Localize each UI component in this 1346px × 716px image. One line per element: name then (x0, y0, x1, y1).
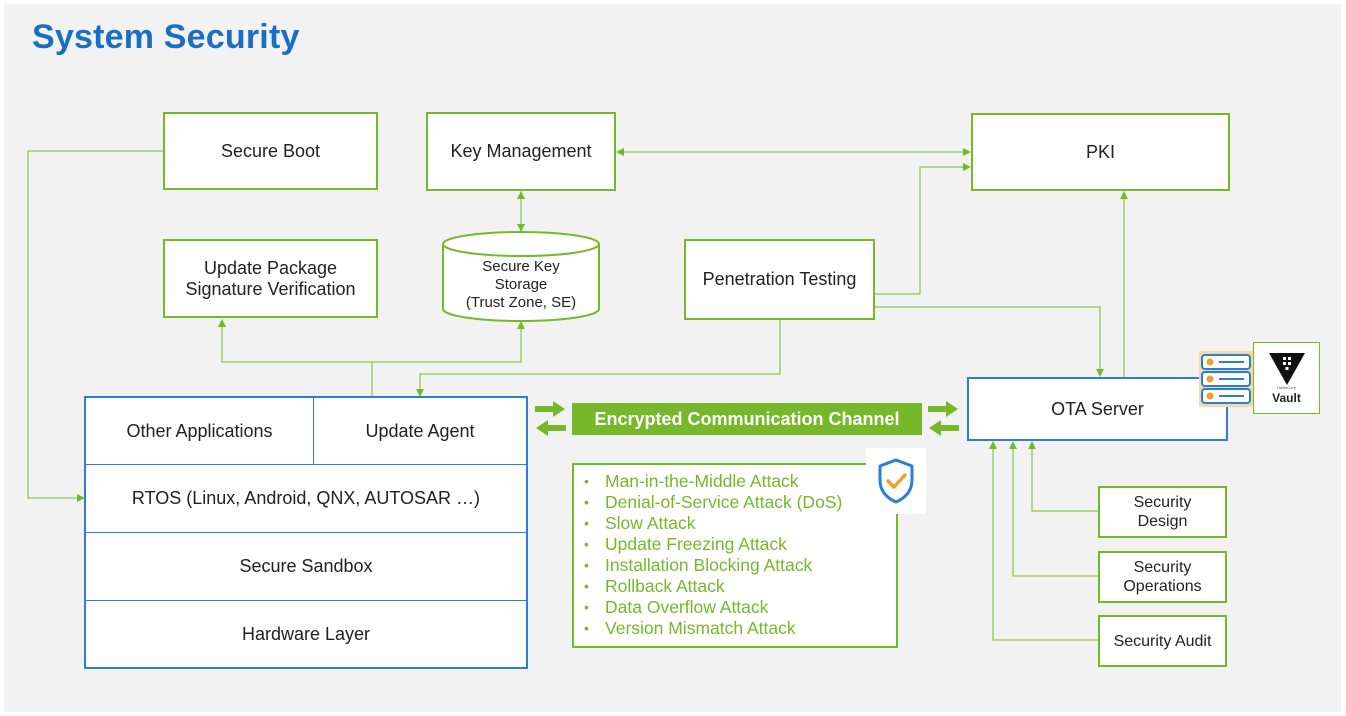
hardware-layer-cell: Hardware Layer (241, 624, 371, 644)
attack-label: Update Freezing Attack (605, 534, 787, 554)
penetration-testing-label: Penetration Testing (702, 269, 857, 289)
pki-label: PKI (1085, 141, 1115, 162)
security-operations-box: Security Operations (1098, 551, 1227, 603)
stack-divider-2 (85, 532, 527, 533)
wire-pentest-ota (875, 306, 1104, 377)
security-operations-label-1: Security (1133, 559, 1192, 576)
update-agent-cell: Update Agent (365, 420, 475, 441)
bullet-icon: • (584, 494, 589, 510)
double-arrow-icon-right (928, 401, 959, 436)
attack-item: • Update Freezing Attack (584, 534, 896, 555)
wire-agent-storage (372, 321, 525, 363)
wire-audit-ota (989, 441, 1098, 641)
attack-label: Denial-of-Service Attack (DoS) (605, 492, 843, 512)
update-package-verification-box: Update Package Signature Verification (163, 239, 378, 318)
attack-item: • Version Mismatch Attack (584, 618, 896, 639)
security-design-label-1: Security (1133, 494, 1192, 511)
attack-item: • Installation Blocking Attack (584, 555, 896, 576)
bullet-icon: • (584, 515, 589, 531)
vault-brand-small: HashiCorp (1277, 385, 1296, 390)
attack-item: • Slow Attack (584, 513, 896, 534)
secure-key-storage-label: Secure Key Storage (Trust Zone, SE) (442, 252, 600, 318)
bullet-icon: • (584, 620, 589, 636)
wire-agent-updatepkg (218, 319, 373, 396)
attack-item: • Man-in-the-Middle Attack (584, 471, 896, 492)
attack-label: Slow Attack (605, 513, 696, 533)
stack-divider-1 (85, 464, 527, 465)
server-stack-icon (1199, 351, 1253, 407)
security-audit-box: Security Audit (1098, 615, 1227, 667)
attack-label: Version Mismatch Attack (605, 618, 796, 638)
shield-check-icon (866, 448, 926, 514)
attack-label: Rollback Attack (605, 576, 725, 596)
ota-server-box (967, 377, 1228, 441)
other-applications-cell: Other Applications (126, 420, 273, 441)
attack-item: • Data Overflow Attack (584, 597, 896, 618)
channel-arrows (535, 401, 959, 436)
wire-secureboot-rtos (27, 150, 164, 502)
ota-server-label: OTA Server (1051, 398, 1144, 419)
attack-label: Installation Blocking Attack (605, 555, 813, 575)
bullet-icon: • (584, 536, 589, 552)
stack-divider-vertical (313, 397, 314, 464)
attack-item: • Rollback Attack (584, 576, 896, 597)
secure-key-storage-cylinder (442, 231, 600, 322)
attack-item: • Denial-of-Service Attack (DoS) (584, 492, 896, 513)
attack-list: • Man-in-the-Middle Attack • Denial-of-Ser… (572, 463, 898, 648)
stack-divider-3 (85, 600, 527, 601)
wire-ops-ota (1009, 441, 1098, 577)
secure-boot-label: Secure Boot (220, 140, 321, 161)
security-audit-label: Security Audit (1113, 632, 1212, 650)
wire-pentest-pki (875, 163, 971, 295)
attack-label: Man-in-the-Middle Attack (605, 471, 799, 491)
pki-box: PKI (971, 113, 1230, 191)
security-operations-label-2: Operations (1123, 578, 1202, 595)
bullet-icon: • (584, 599, 589, 615)
rtos-cell: RTOS (Linux, Android, QNX, AUTOSAR …) (131, 488, 481, 508)
encrypted-channel-banner: Encrypted Communication Channel (572, 403, 922, 435)
vault-logo-icon: HashiCorp Vault (1253, 342, 1320, 414)
page-title: System Security (32, 18, 300, 56)
key-storage-line-1: Secure Key (482, 258, 560, 275)
bullet-icon: • (584, 473, 589, 489)
secure-sandbox-cell: Secure Sandbox (239, 556, 373, 576)
key-storage-line-3: (Trust Zone, SE) (465, 294, 577, 311)
key-management-box: Key Management (426, 112, 616, 191)
update-package-label-1: Update Package (203, 257, 338, 278)
double-arrow-icon-left (535, 401, 566, 436)
attack-label: Data Overflow Attack (605, 597, 769, 617)
key-storage-line-2: Storage (494, 276, 548, 293)
security-design-label-2: Design (1137, 513, 1188, 530)
wire-pentest-agent (416, 320, 781, 397)
bullet-icon: • (584, 578, 589, 594)
secure-boot-box: Secure Boot (163, 112, 378, 190)
vault-triangle-icon (1269, 353, 1305, 385)
wire-design-ota (1028, 441, 1098, 512)
update-package-label-2: Signature Verification (185, 278, 356, 299)
key-management-label: Key Management (450, 141, 592, 161)
bullet-icon: • (584, 557, 589, 573)
security-design-box: Security Design (1098, 486, 1227, 538)
vault-label: Vault (1272, 391, 1301, 405)
penetration-testing-box: Penetration Testing (684, 239, 875, 320)
